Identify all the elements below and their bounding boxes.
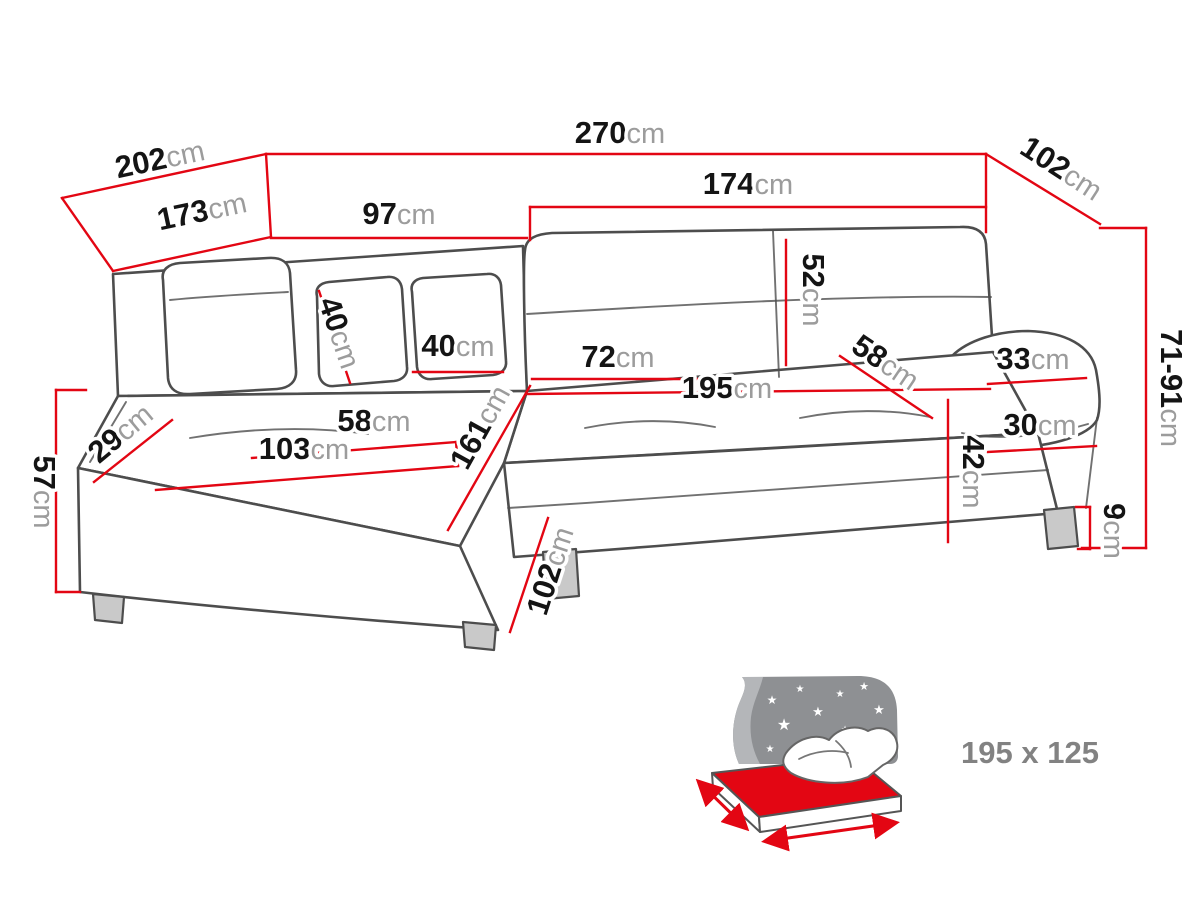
headrest-cushion (161, 256, 298, 396)
dimension-line (526, 387, 992, 396)
dimension-label: 42cm (956, 435, 991, 508)
star-icon: ★ (873, 702, 885, 717)
dimension-label: 102cm (1014, 129, 1109, 208)
dimension-label: 30cm (1003, 407, 1076, 442)
star-icon: ★ (777, 717, 791, 734)
chaise-right-leg (461, 620, 498, 652)
star-icon: ★ (766, 744, 775, 755)
dimension-tick (60, 196, 115, 273)
dimension-line (838, 354, 934, 420)
dimension-line (508, 516, 550, 634)
dimension-label: 9cm (1097, 503, 1132, 559)
dimension-label: 97cm (362, 196, 435, 231)
dim-armrest-top-width: 33cm (986, 338, 1088, 386)
dim-backrest-height: 52cm (784, 238, 835, 367)
star-icon: ★ (836, 689, 845, 700)
dim-chaise-seat-width: 58cm (250, 400, 460, 468)
dimension-label: 72cm (581, 339, 654, 374)
dim-seat-depth: 72cm (530, 336, 706, 381)
dimension-label: 71-91cm (1154, 329, 1189, 447)
dimension-tick (454, 440, 460, 468)
dimension-line (111, 235, 273, 273)
dim-chaise-top-depth: 97cm (269, 193, 529, 240)
dim-pillow-right-size: 40cm (411, 325, 505, 374)
main-right-leg (1042, 505, 1080, 551)
dimension-label: 58cm (337, 403, 410, 438)
seam-line (459, 462, 505, 547)
dimension-label: 52cm (796, 253, 831, 326)
seam-line (89, 401, 127, 463)
dim-chaise-seat-length: 103cm (154, 428, 460, 492)
dimension-line (984, 152, 1102, 226)
seam-line (1085, 417, 1098, 509)
main-left-leg (541, 547, 581, 601)
dimension-label: 270cm (575, 115, 665, 150)
seam-line (507, 469, 1049, 509)
seam-line (526, 295, 992, 315)
sofa-seams (89, 230, 1098, 547)
width-arrow-icon (695, 778, 750, 832)
length-arrow-icon (761, 812, 900, 852)
headboard-fold (733, 677, 763, 764)
dimension-line (154, 464, 460, 492)
pillow-right (410, 272, 508, 381)
dimension-label: 57cm (27, 455, 62, 528)
dim-seat-back-width: 174cm (528, 163, 988, 242)
seam-line (772, 230, 780, 378)
blanket (782, 726, 899, 784)
dim-left-side-height: 57cm (24, 388, 88, 594)
blanket-fold (798, 750, 849, 760)
dim-overall-height-range: 71-91cm (1080, 226, 1193, 550)
dimension-line (60, 152, 268, 200)
dimension-line (986, 444, 1098, 454)
dimension-label: 33cm (996, 341, 1069, 376)
star-icon: ★ (767, 693, 778, 707)
dimension-line (250, 440, 458, 460)
dimension-label: 40cm (421, 328, 494, 363)
dimension-line (986, 376, 1088, 386)
dim-leg-height: 9cm (1074, 500, 1136, 562)
dimension-tick (264, 152, 273, 239)
dimension-line (446, 384, 532, 532)
dim-right-side-depth: 102cm (984, 125, 1111, 226)
star-icon: ★ (796, 684, 805, 695)
chaise-left-leg (91, 592, 126, 625)
pillow-left (315, 275, 409, 388)
dimension-label: 103cm (259, 431, 349, 466)
seam-line (189, 428, 369, 439)
dimension-label: 174cm (703, 166, 793, 201)
seam-line (961, 423, 1089, 438)
sleeping-area-label: 195 x 125 (961, 735, 1099, 770)
dimension-line (92, 418, 174, 484)
dimension-label: 195cm (682, 370, 772, 405)
dimension-label: 173cm (154, 184, 250, 237)
blanket-fold (835, 740, 852, 768)
star-icon: ★ (812, 704, 824, 719)
dimensions: 270cm 102cm 202cm 173cm 97cm 174cm 52cm (24, 112, 1193, 634)
dim-overall-width: 270cm (264, 112, 988, 239)
seam-line (584, 420, 716, 429)
dimension-line (317, 289, 352, 385)
dim-seat-height: 42cm (946, 398, 995, 544)
sofa-outline (76, 225, 1101, 652)
dim-armrest-base-width: 30cm (986, 404, 1098, 454)
seam-line (169, 291, 289, 301)
dim-seat-width: 195cm (526, 367, 992, 409)
sleeping-area-icon: ★ ★ ★ ★ ★ ★ ★ ★ ★ ★ 195 x 125 (695, 676, 1102, 852)
seam-line (503, 390, 528, 464)
star-icon: ★ (859, 681, 869, 693)
seam-line (799, 410, 931, 419)
